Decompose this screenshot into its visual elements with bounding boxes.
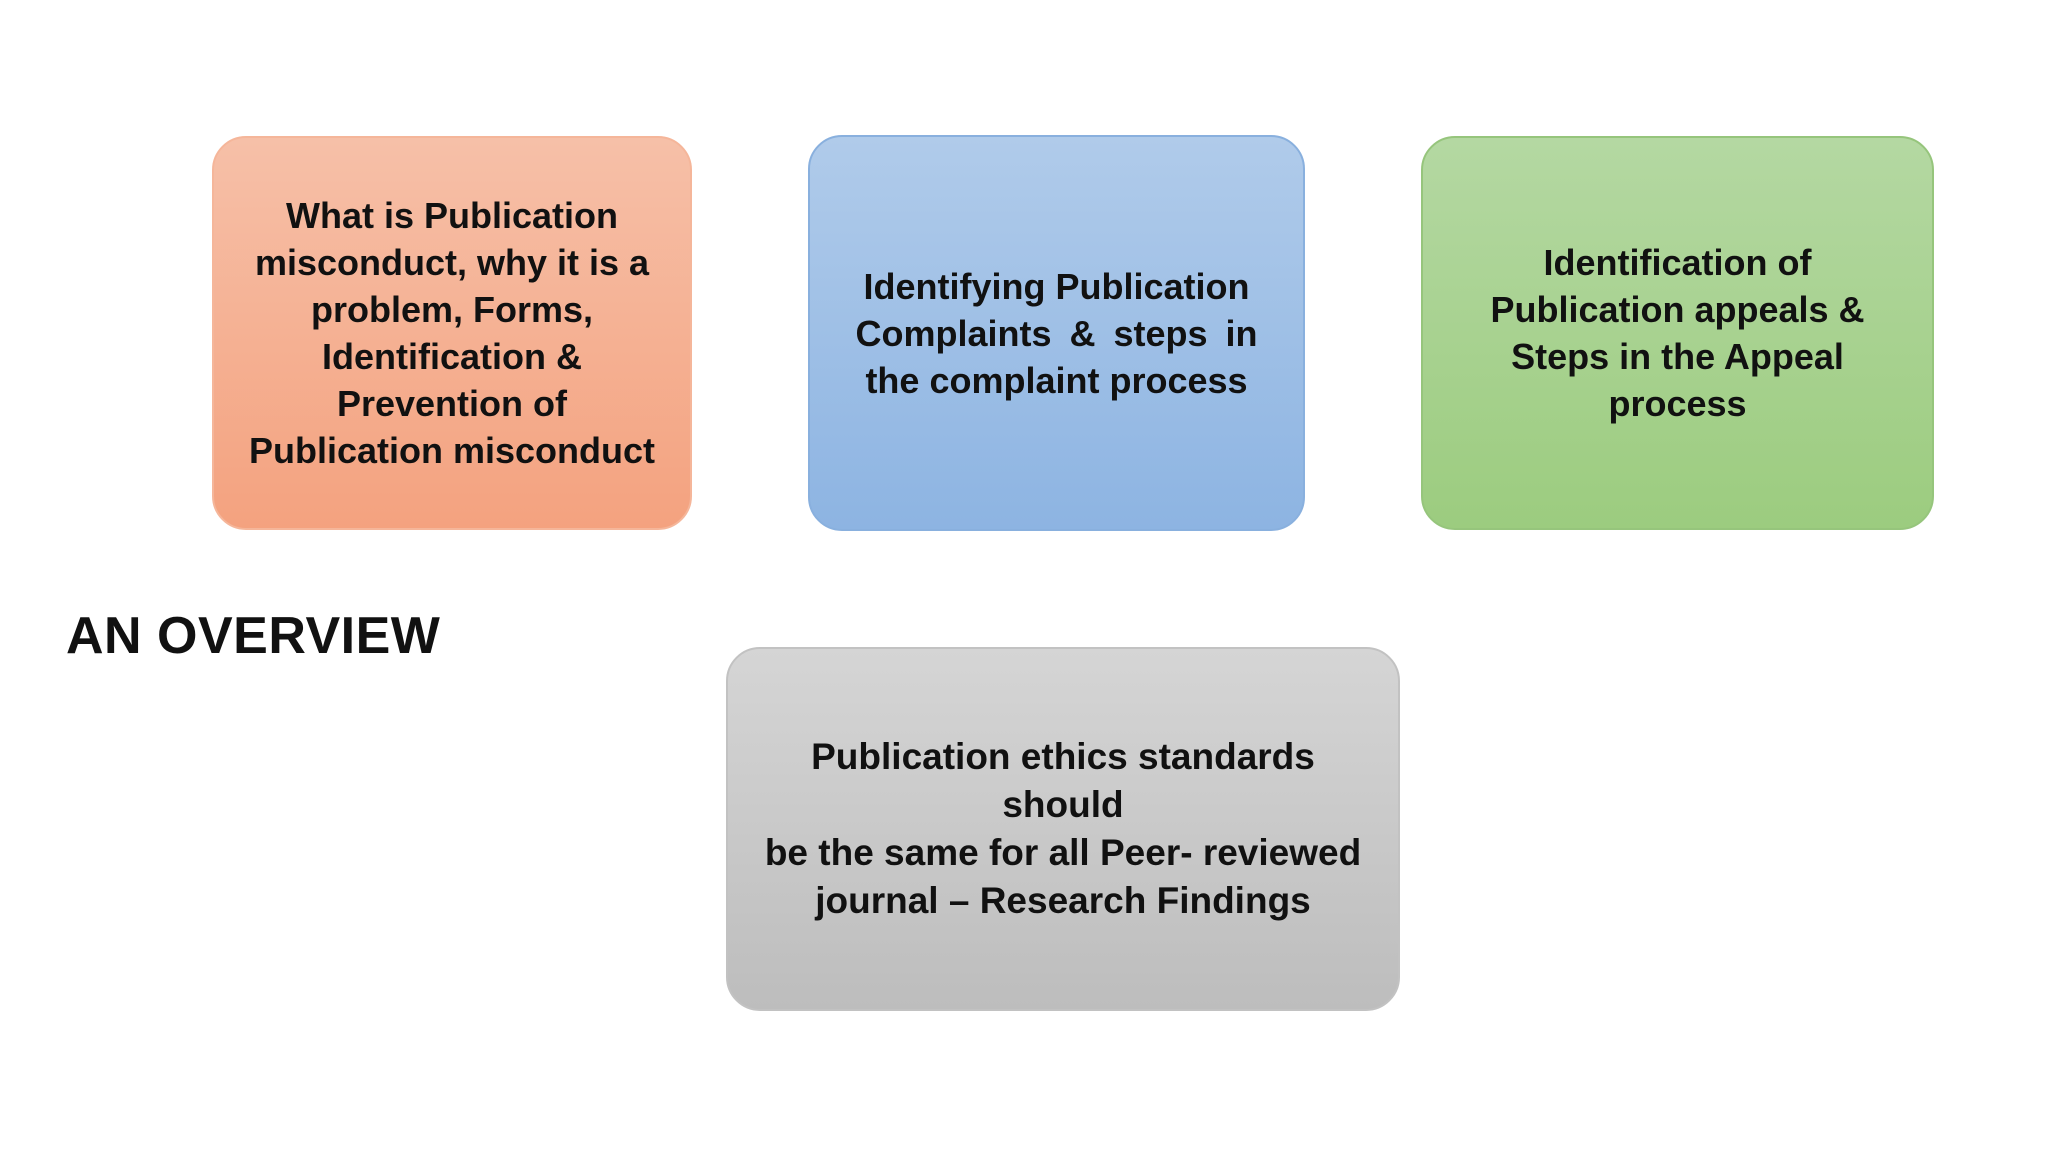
card-line: What is Publication	[285, 195, 618, 236]
ethics-standards-card-text: Publication ethics standards should be t…	[748, 733, 1378, 925]
card-line: problem, Forms,	[310, 289, 594, 330]
appeals-card: Identification of Publication appeals & …	[1421, 136, 1934, 530]
card-line: Identification &	[321, 336, 582, 377]
card-line: Identification of	[1543, 242, 1812, 283]
complaints-card: Identifying Publication Complaints & ste…	[808, 135, 1305, 531]
misconduct-card-text: What is Publication misconduct, why it i…	[249, 192, 655, 474]
ethics-standards-card: Publication ethics standards should be t…	[726, 647, 1400, 1011]
card-line: process	[1608, 383, 1747, 424]
card-line: journal – Research Findings	[815, 880, 1311, 921]
card-line: be the same for all Peer- reviewed	[764, 832, 1362, 873]
card-line: Prevention of	[336, 383, 567, 424]
card-line: the complaint process	[865, 359, 1248, 401]
complaints-card-text: Identifying Publication Complaints & ste…	[855, 263, 1257, 404]
overview-heading: AN OVERVIEW	[66, 607, 441, 665]
card-line: Publication misconduct	[248, 430, 656, 471]
appeals-card-text: Identification of Publication appeals & …	[1490, 239, 1864, 427]
card-line: Publication ethics standards should	[811, 736, 1315, 825]
card-line: Steps in the Appeal	[1511, 336, 1844, 377]
card-line: Complaints & steps in	[855, 312, 1258, 354]
misconduct-card: What is Publication misconduct, why it i…	[212, 136, 692, 530]
card-line: misconduct, why it is a	[254, 242, 650, 283]
card-line: Identifying Publication	[863, 265, 1250, 307]
card-line: Publication appeals &	[1490, 289, 1865, 330]
